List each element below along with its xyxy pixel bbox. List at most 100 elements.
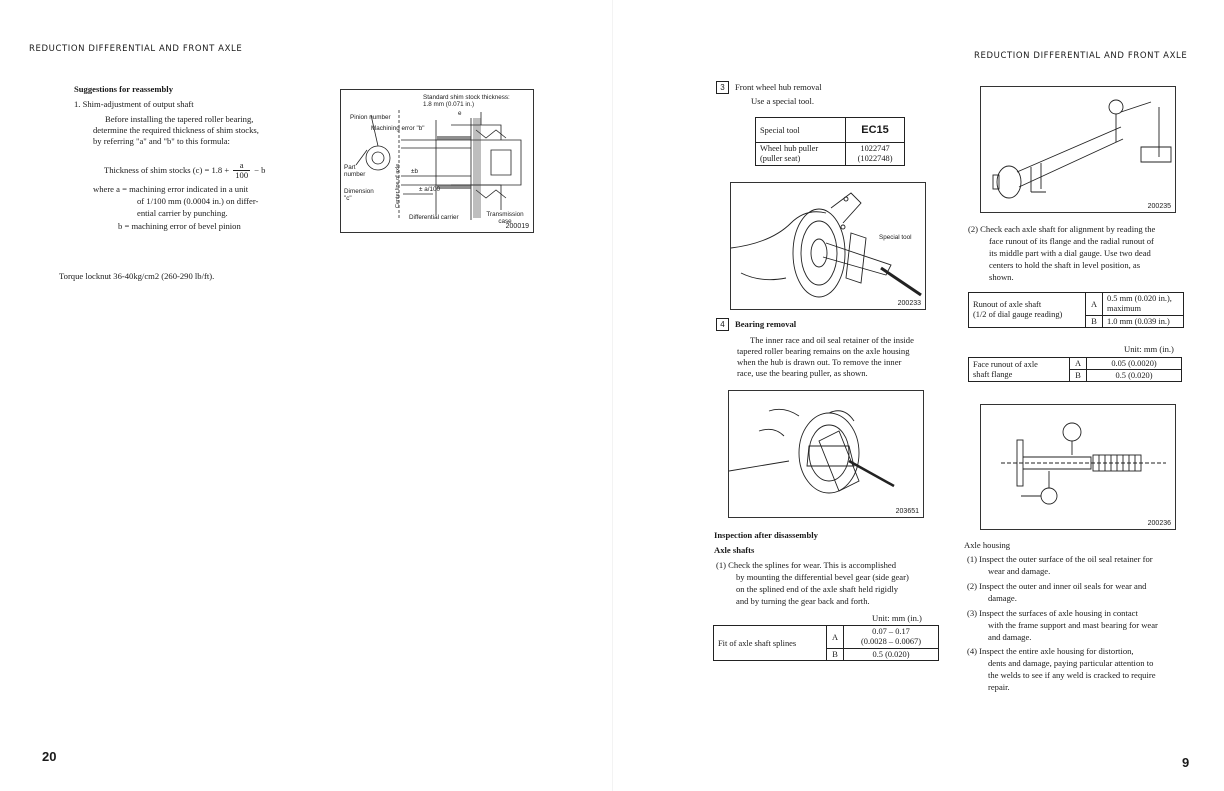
special-tool-label: Special tool [879, 234, 912, 241]
item2-text-1: (2) Check each axle shaft for alignment … [968, 224, 1156, 234]
fig-number-200233: 200233 [897, 300, 921, 307]
dial-gauge-drawing [1001, 422, 1166, 505]
left-running-header: REDUCTION DIFFERENTIAL AND FRONT AXLE [29, 44, 243, 54]
fit-b-value: 0.5 (0.020) [843, 648, 939, 661]
sec4-title: Bearing removal [735, 318, 797, 329]
item2-text-4: centers to hold the shaft in level posit… [989, 260, 1141, 270]
axle-alignment-figure: 200235 [980, 86, 1176, 213]
face-b-value: 0.5 (0.020) [1086, 369, 1182, 382]
shim-item: 1. Shim-adjustment of output shaft [74, 99, 194, 109]
h4-text-1: (4) Inspect the entire axle housing for … [967, 646, 1134, 656]
fig-std-shim-label: Standard shim stock thickness: [423, 94, 510, 101]
fig-pinion-number: Pinion number [350, 114, 391, 121]
runout-a-value-sub: maximum [1107, 304, 1141, 313]
fit-b: B [826, 648, 844, 661]
axle-housing-title: Axle housing [964, 540, 1011, 550]
item2-text-5: shown. [989, 272, 1014, 282]
formula-lhs: Thickness of shim stocks (c) = 1.8 + [104, 164, 230, 175]
sec4-heading: 4 Bearing removal [716, 318, 796, 331]
face-b: B [1069, 369, 1087, 382]
axle-shafts-title: Axle shafts [714, 545, 755, 555]
h1-text-2: wear and damage. [988, 566, 1051, 576]
sec4-text-2: tapered roller bearing remains on the ax… [737, 346, 910, 356]
where-a-2: of 1/100 mm (0.0004 in.) on differ- [137, 196, 259, 206]
fig-std-shim-value: 1.8 mm (0.071 in.) [423, 101, 475, 108]
unit-label-2: Unit: mm (in.) [1124, 344, 1174, 354]
where-b: b = machining error of bevel pinion [118, 221, 241, 231]
axle-alignment-drawing [992, 99, 1172, 199]
tool-number-cell: 1022747(1022748) [845, 142, 905, 166]
fig-trans-case: Transmission case [486, 211, 524, 225]
h1-text-1: (1) Inspect the outer surface of the oil… [967, 554, 1153, 564]
fig-number-200236: 200236 [1147, 520, 1171, 527]
shim-formula: Thickness of shim stocks (c) = 1.8 + a 1… [104, 161, 265, 180]
right-running-header: REDUCTION DIFFERENTIAL AND FRONT AXLE [974, 51, 1188, 61]
hub-puller-drawing [731, 192, 922, 298]
fig-number-203651: 203651 [895, 508, 919, 515]
runout-a: A [1085, 292, 1103, 316]
inspection-title: Inspection after disassembly [714, 530, 818, 540]
shim-text-1: Before installing the tapered roller bea… [105, 114, 254, 124]
h4-text-2: dents and damage, paying particular atte… [988, 658, 1154, 668]
sec4-number: 4 [716, 318, 729, 331]
h4-text-3: the welds to see if any weld is cracked … [988, 670, 1156, 680]
h3-text-2: with the frame support and mast bearing … [988, 620, 1158, 630]
tool-header-label: Special tool [754, 117, 847, 143]
bearing-puller-drawing [729, 408, 895, 494]
h3-text-1: (3) Inspect the surfaces of axle housing… [967, 608, 1138, 618]
h2-text-2: damage. [988, 593, 1017, 603]
fig-pm-b: ±b [411, 168, 418, 175]
formula-denominator: 100 [233, 170, 251, 180]
runout-label-cell: Runout of axle shaft(1/2 of dial gauge r… [968, 292, 1086, 328]
h4-text-4: repair. [988, 682, 1010, 692]
sec4-text-3: when the hub is drawn out. To remove the… [737, 357, 902, 367]
tool-name-cell: Wheel hub puller(puller seat) [754, 142, 847, 166]
face-a: A [1069, 357, 1087, 370]
formula-numerator: a [239, 160, 244, 170]
tool-name: Wheel hub puller [760, 144, 819, 153]
h2-text-1: (2) Inspect the outer and inner oil seal… [967, 581, 1147, 591]
fig-center-line: Center line of axle [395, 163, 401, 208]
formula-fraction: a 100 [233, 160, 251, 180]
shim-text-2: determine the required thickness of shim… [93, 125, 259, 135]
fit-a: A [826, 625, 844, 649]
tool-number-sub: (1022748) [857, 154, 893, 163]
where-a-1: where a = machining error indicated in a… [93, 184, 249, 194]
item1-text-4: and by turning the gear back and forth. [736, 596, 870, 606]
sec4-text-1: The inner race and oil seal retainer of … [750, 335, 914, 345]
left-page-number: 20 [42, 749, 57, 764]
fit-a-value-cell: 0.07 – 0.17(0.0028 – 0.0067) [843, 625, 939, 649]
tool-header-model: EC15 [845, 117, 905, 143]
item1-text-1: (1) Check the splines for wear. This is … [716, 560, 897, 570]
where-a-3: ential carrier by punching. [137, 208, 228, 218]
fit-spline-table: Fit of axle shaft splines A 0.07 – 0.17(… [713, 625, 939, 661]
fig-pm-a: ± a/100 [419, 186, 440, 193]
unit-label-1: Unit: mm (in.) [872, 613, 922, 623]
tool-number: 1022747 [860, 144, 890, 153]
tool-name-sub: (puller seat) [760, 154, 801, 163]
runout-table: Runout of axle shaft(1/2 of dial gauge r… [968, 292, 1184, 328]
face-label-sub: shaft flange [973, 369, 1013, 379]
face-label: Face runout of axle [973, 359, 1038, 369]
page-fold [612, 0, 613, 791]
sec4-text-4: race, use the bearing puller, as shown. [737, 368, 868, 378]
item1-text-3: on the splined end of the axle shaft hel… [736, 584, 899, 594]
special-tool-table: Special tool EC15 Wheel hub puller(pulle… [754, 117, 905, 166]
fit-a-value: 0.07 – 0.17 [872, 627, 910, 636]
suggestions-title: Suggestions for reassembly [74, 84, 173, 94]
sec3-heading: 3 Front wheel hub removal [716, 81, 822, 94]
fig-diff-carrier: Differential carrier [409, 214, 459, 221]
fig-e: e [458, 110, 462, 117]
shim-figure-drawing [355, 110, 522, 220]
shim-figure: Standard shim stock thickness: 1.8 mm (0… [340, 89, 534, 233]
runout-label-sub: (1/2 of dial gauge reading) [973, 310, 1063, 319]
shim-text-3: by referring "a" and "b" to this formula… [93, 136, 230, 146]
item1-text-2: by mounting the differential bevel gear … [736, 572, 909, 582]
bearing-puller-figure: 203651 [728, 390, 924, 518]
sec3-title: Front wheel hub removal [735, 81, 822, 92]
right-page-number: 9 [1182, 755, 1190, 770]
hub-puller-figure: Special tool 200233 [730, 182, 926, 310]
sec3-text: Use a special tool. [751, 96, 815, 106]
fit-a-value-in: (0.0028 – 0.0067) [860, 637, 921, 646]
